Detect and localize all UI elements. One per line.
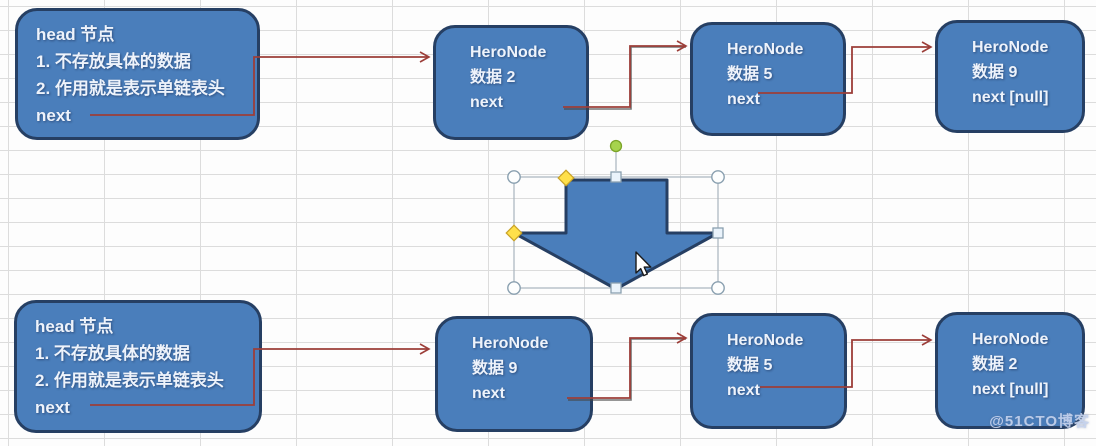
head-desc-2: 2. 作用就是表示单链表头 — [36, 79, 225, 98]
rotate-handle[interactable] — [609, 139, 623, 153]
resize-handle-sw[interactable] — [507, 281, 521, 295]
node-title: HeroNode — [972, 39, 1049, 56]
node-data: 数据 5 — [727, 66, 773, 83]
node-next-field: next — [472, 385, 505, 402]
node-title: HeroNode — [972, 331, 1049, 348]
connector-headtop-to-node2[interactable] — [90, 51, 431, 116]
node-next-field: next [null] — [972, 381, 1049, 398]
head-desc-1: 1. 不存放具体的数据 — [35, 344, 190, 363]
node-next-field: next — [727, 382, 760, 399]
connector-node2-to-node5[interactable] — [563, 40, 688, 108]
node-title: HeroNode — [727, 332, 804, 349]
connector-node9-to-node5[interactable] — [567, 332, 688, 399]
hero-node-top-3[interactable]: HeroNode 数据 9 next [null] — [935, 20, 1085, 133]
head-title: head 节点 — [35, 317, 114, 336]
adjust-handle-top[interactable] — [557, 169, 575, 187]
node-title: HeroNode — [472, 335, 549, 352]
head-title: head 节点 — [36, 25, 115, 44]
node-next-field: next — [727, 91, 760, 108]
resize-handle-nw[interactable] — [507, 170, 521, 184]
connector-node5-to-node2[interactable] — [760, 334, 933, 388]
node-data: 数据 5 — [727, 357, 773, 374]
hero-node-bottom-1[interactable]: HeroNode 数据 9 next — [435, 316, 593, 432]
connector-shadow — [564, 46, 686, 110]
adjust-handle-left[interactable] — [505, 224, 523, 242]
resize-handle-ne[interactable] — [711, 170, 725, 184]
head-desc-2: 2. 作用就是表示单链表头 — [35, 371, 224, 390]
hero-node-top-1[interactable]: HeroNode 数据 2 next — [433, 25, 589, 140]
down-arrow-shape[interactable] — [512, 178, 720, 291]
hero-node-bottom-2[interactable]: HeroNode 数据 5 next — [690, 313, 847, 429]
hero-node-bottom-3[interactable]: HeroNode 数据 2 next [null] — [935, 312, 1085, 429]
resize-handle-se[interactable] — [711, 281, 725, 295]
connector-headbottom-to-node9[interactable] — [90, 343, 431, 406]
connector-shadow — [568, 338, 686, 401]
node-data: 数据 2 — [972, 356, 1018, 373]
head-node-top[interactable]: head 节点 1. 不存放具体的数据 2. 作用就是表示单链表头 next — [15, 8, 260, 140]
head-desc-1: 1. 不存放具体的数据 — [36, 52, 191, 71]
node-next-field: next [null] — [972, 89, 1049, 106]
node-title: HeroNode — [727, 41, 804, 58]
hero-node-top-2[interactable]: HeroNode 数据 5 next — [690, 22, 846, 136]
head-next-field: next — [36, 106, 71, 125]
mouse-cursor-icon — [635, 251, 652, 277]
node-next-field: next — [470, 94, 503, 111]
node-data: 数据 9 — [472, 360, 518, 377]
node-data: 数据 9 — [972, 64, 1018, 81]
head-next-field: next — [35, 398, 70, 417]
resize-handle-s[interactable] — [610, 282, 622, 294]
connector-node5-to-node9[interactable] — [758, 41, 933, 94]
node-data: 数据 2 — [470, 69, 516, 86]
node-title: HeroNode — [470, 44, 547, 61]
watermark: @51CTO博客 — [989, 413, 1090, 430]
head-node-bottom[interactable]: head 节点 1. 不存放具体的数据 2. 作用就是表示单链表头 next — [14, 300, 262, 433]
resize-handle-n[interactable] — [610, 171, 622, 183]
resize-handle-e[interactable] — [712, 227, 724, 239]
